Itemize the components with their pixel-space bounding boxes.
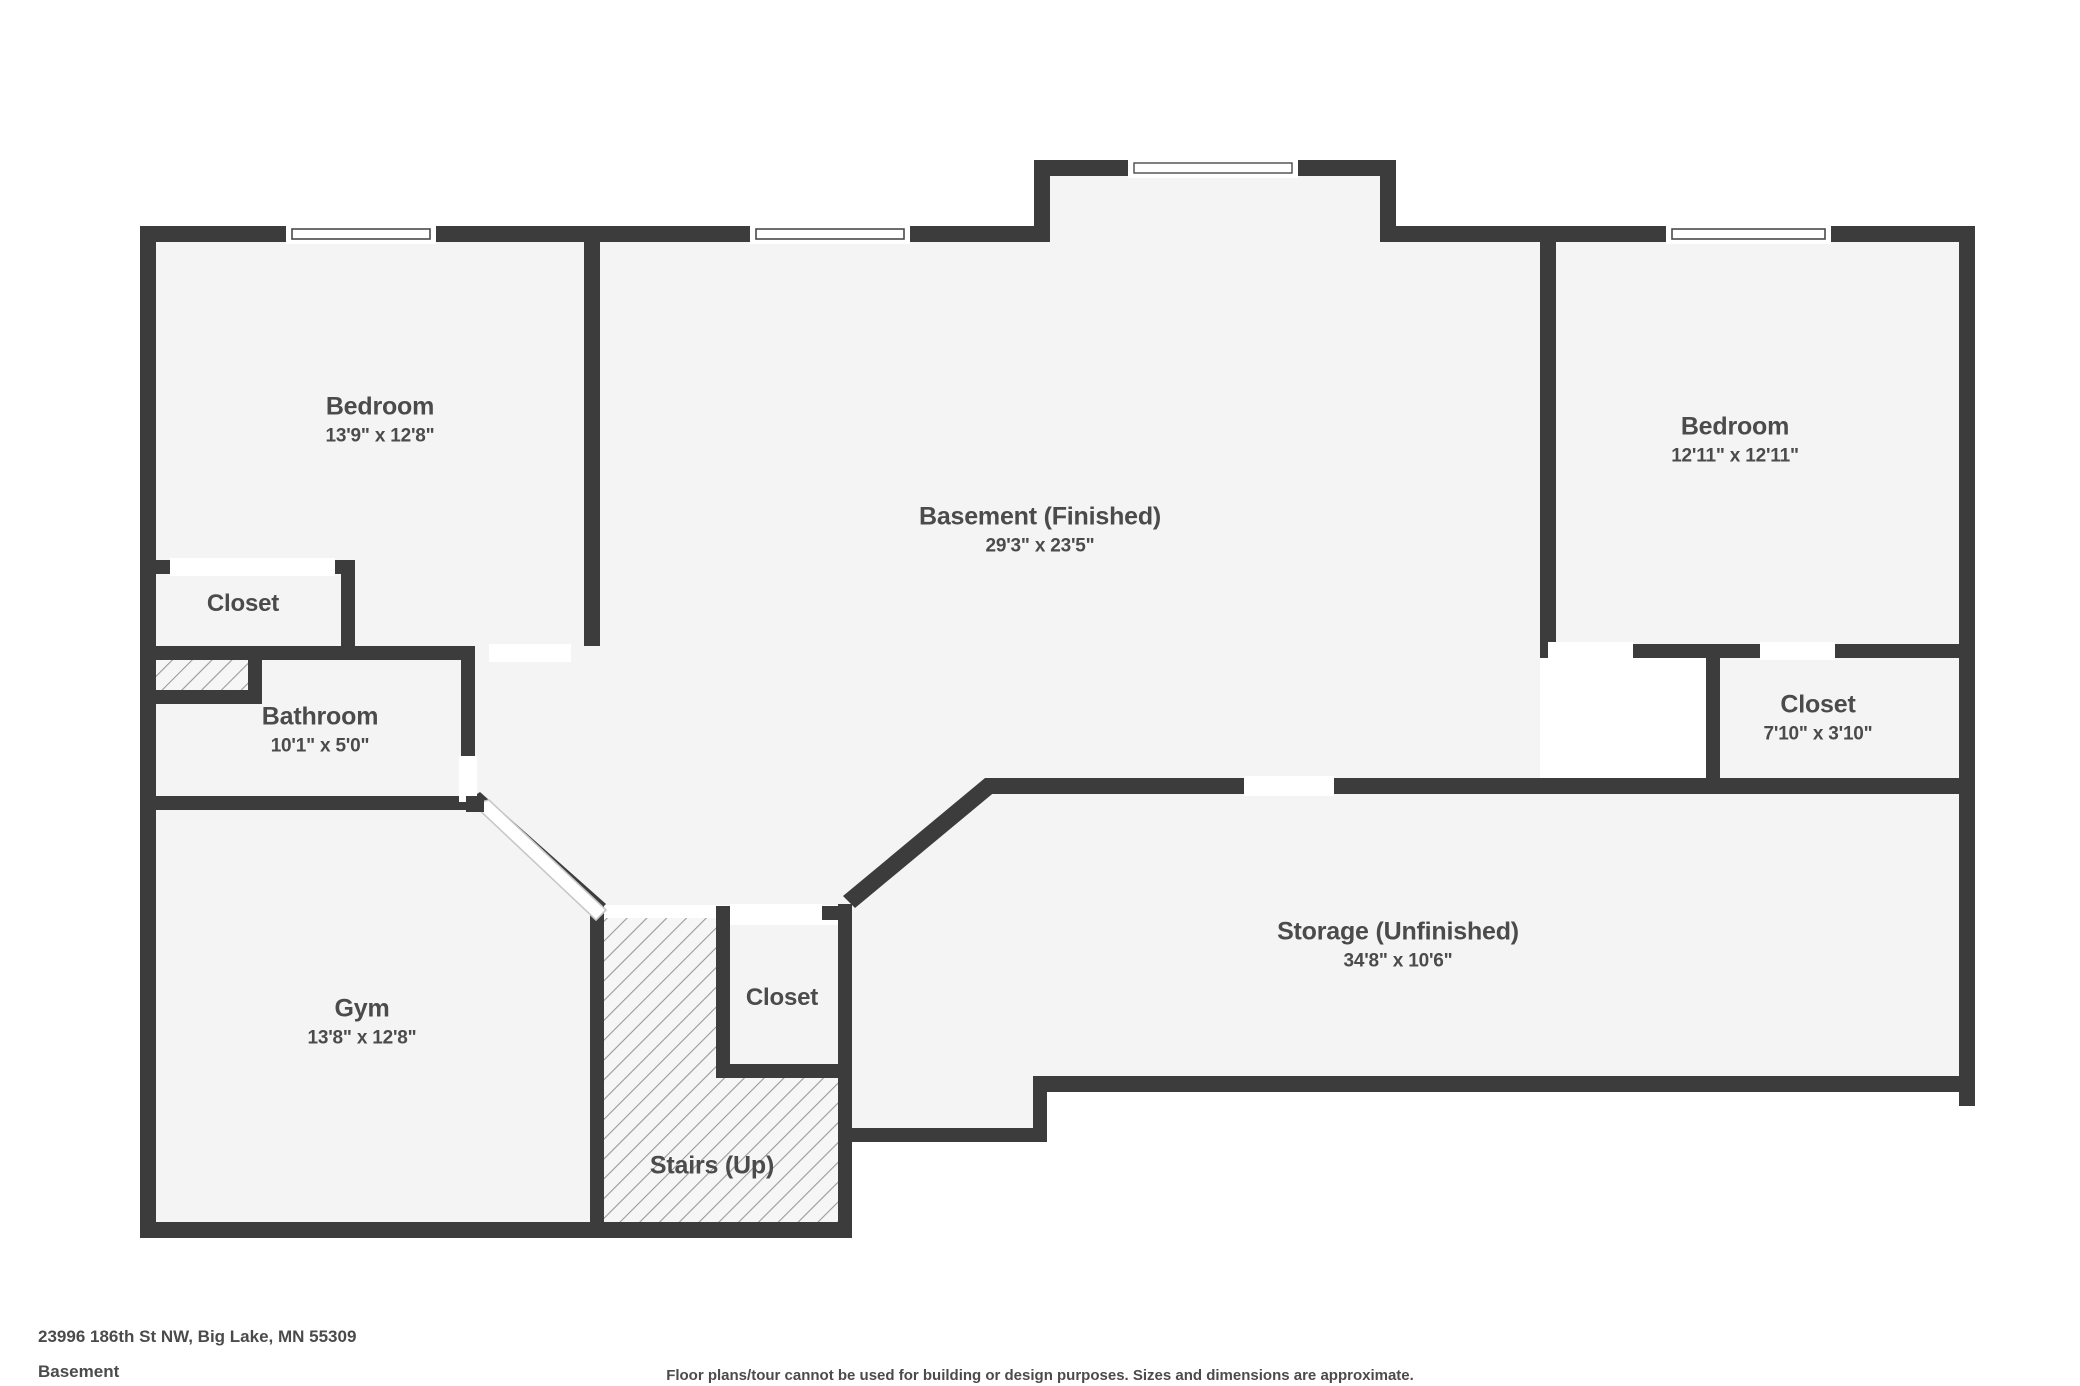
hatch-mechanical-nook [155, 655, 250, 693]
wall-closet-left-right [341, 560, 355, 650]
wall-bay-right [1380, 160, 1396, 242]
wall-bay-left [1034, 160, 1050, 242]
fill-basement [475, 160, 1540, 905]
wall-bottom-exterior [140, 1222, 845, 1238]
wall-storage-top [985, 778, 1960, 794]
room-fills [140, 160, 1975, 1238]
property-address: 23996 186th St NW, Big Lake, MN 55309 [38, 1327, 357, 1346]
wall-left-exterior [140, 226, 156, 1238]
fill-gym [140, 808, 595, 1238]
wall-storage-step-vert [1033, 1076, 1047, 1142]
wall-closet-stairs-bottom [716, 1064, 852, 1078]
wall-stairs-left [590, 904, 604, 1238]
floor-name: Basement [38, 1362, 120, 1381]
wall-bedroom-right-bottom [1540, 644, 1975, 658]
window-bedroom-right [1666, 224, 1831, 244]
wall-closet-right-left [1706, 644, 1720, 790]
windows-and-openings [170, 158, 1835, 922]
fill-bedroom-right [1540, 226, 1975, 656]
opening-closet-left [170, 558, 335, 576]
disclaimer-text: Floor plans/tour cannot be used for buil… [666, 1367, 1414, 1384]
opening-storage-door [1244, 776, 1334, 796]
wall-nook-bottom [140, 690, 262, 704]
window-basement-top [750, 224, 910, 244]
fill-closet-stairs [725, 925, 845, 1070]
hatch-stairs-lower [716, 1075, 844, 1233]
fill-storage [845, 790, 1975, 1140]
wall-storage-bottom-right [1045, 1076, 1975, 1092]
opening-bedroom-right-door-b [1760, 642, 1835, 660]
opening-closet-stairs-door [730, 904, 822, 922]
opening-bathroom-door [459, 756, 477, 802]
opening-bedroom-left-door [489, 644, 571, 662]
wall-right-exterior-top [1959, 226, 1975, 656]
wall-storage-diagonal [843, 778, 997, 908]
fill-closet-right [1712, 656, 1975, 790]
window-bay [1128, 158, 1298, 178]
wall-bathroom-top [140, 646, 475, 660]
wall-closet-stairs-left [716, 916, 730, 1076]
wall-right-exterior-bottom [1959, 656, 1975, 1106]
hatched-areas [155, 655, 844, 1233]
opening-bedroom-right-door-a [1548, 642, 1633, 660]
door-hinge-bathroom [466, 796, 484, 812]
hatch-stairs-left [598, 918, 716, 1233]
wall-bathroom-right-upper [461, 646, 475, 758]
wall-storage-bottom-left [845, 1128, 1045, 1142]
wall-gym-top [140, 796, 475, 810]
wall-bedroom-left-right [584, 226, 600, 646]
window-bedroom-left [286, 224, 436, 244]
wall-bedroom-right-left [1540, 226, 1556, 656]
wall-nook-right [248, 646, 262, 704]
